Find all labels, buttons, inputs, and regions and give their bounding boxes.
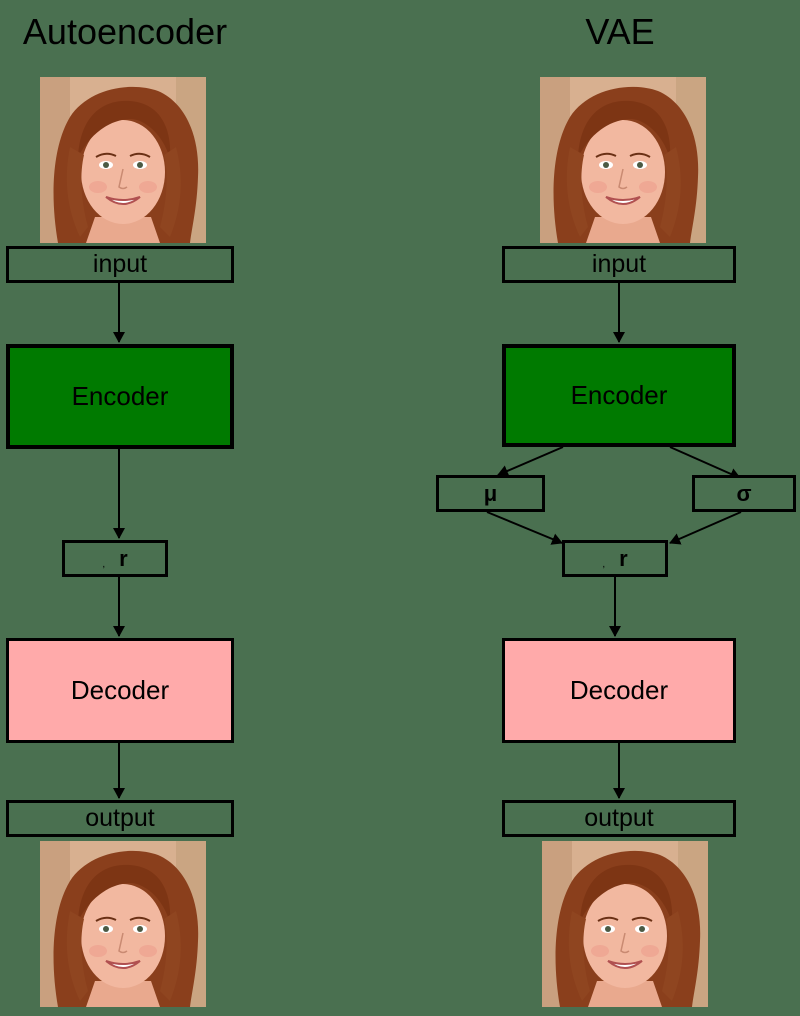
vae-input-label: input bbox=[591, 250, 647, 278]
vae-arrow-encoder-mu bbox=[497, 446, 564, 477]
ae-input-face-image bbox=[40, 77, 206, 243]
vae-arrow-sigma-latent bbox=[669, 511, 742, 545]
autoencoder-title: Autoencoder bbox=[22, 11, 228, 52]
ae-output-box: output bbox=[6, 800, 234, 837]
ae-output-face-image bbox=[40, 841, 206, 1007]
ae-input-box: input bbox=[6, 246, 234, 283]
vae-output-box: output bbox=[502, 800, 736, 837]
ae-latent-box: , r bbox=[62, 540, 168, 577]
vae-mu-label: μ bbox=[483, 480, 498, 506]
vae-arrow-mu-latent bbox=[486, 511, 563, 545]
vae-mu-box: μ bbox=[436, 475, 545, 512]
vae-encoder-label: Encoder bbox=[570, 380, 668, 410]
vae-sigma-label: σ bbox=[736, 480, 752, 506]
ae-input-label: input bbox=[92, 250, 148, 278]
ae-latent-label: r bbox=[119, 545, 128, 571]
vae-output-face-image bbox=[542, 841, 708, 1007]
ae-encoder-box: Encoder bbox=[6, 344, 234, 449]
vae-arrow-encoder-sigma bbox=[669, 446, 741, 480]
vae-output-label: output bbox=[584, 804, 654, 832]
vae-latent-mark: , bbox=[602, 558, 606, 570]
vae-sigma-box: σ bbox=[692, 475, 796, 512]
vae-input-face-image bbox=[540, 77, 706, 243]
ae-latent-mark: , bbox=[102, 558, 106, 570]
vae-latent-label: r bbox=[619, 545, 628, 571]
ae-decoder-box: Decoder bbox=[6, 638, 234, 743]
ae-encoder-label: Encoder bbox=[71, 381, 169, 411]
vae-encoder-box: Encoder bbox=[502, 344, 736, 447]
vae-input-box: input bbox=[502, 246, 736, 283]
vae-decoder-label: Decoder bbox=[569, 675, 669, 705]
vae-latent-box: , r bbox=[562, 540, 668, 577]
vae-decoder-box: Decoder bbox=[502, 638, 736, 743]
ae-decoder-label: Decoder bbox=[70, 675, 170, 705]
vae-title: VAE bbox=[585, 11, 655, 52]
ae-output-label: output bbox=[85, 804, 155, 832]
